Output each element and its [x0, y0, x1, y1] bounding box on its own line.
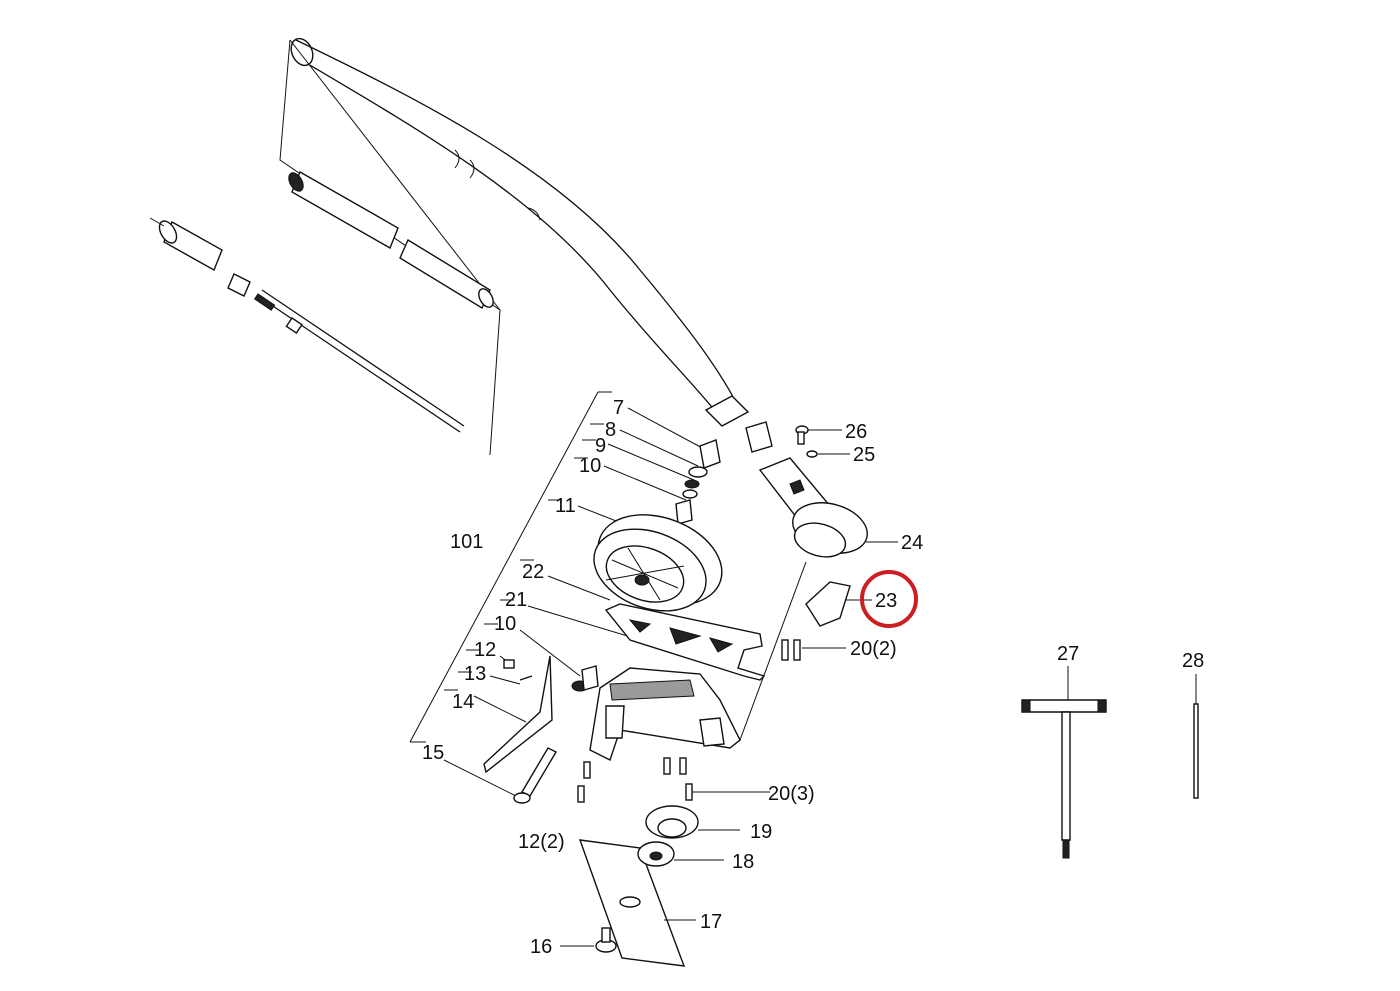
label-21: 21: [505, 589, 527, 611]
flange-washers: [637, 805, 740, 867]
label-27: 27: [1057, 643, 1079, 665]
label-20-3: 20(3): [768, 783, 815, 805]
shaft-liner: [288, 170, 494, 310]
mount-bracket: [805, 581, 872, 627]
label-11: 11: [555, 495, 576, 517]
edger-blade: [483, 655, 553, 774]
gearbox-head: [739, 421, 898, 741]
lower-bushing: [571, 665, 599, 692]
curved-shaft-tube: [290, 37, 750, 427]
blade-guard: [589, 667, 741, 761]
label-23: 23: [875, 590, 897, 612]
hardware-stack-7-10: [675, 439, 721, 525]
label-7: 7: [613, 397, 624, 419]
blade-bolt: [560, 927, 617, 953]
head-screws: [795, 425, 850, 458]
label-16: 16: [530, 936, 552, 958]
t-wrench: [1021, 666, 1107, 859]
label-101: 101: [450, 531, 483, 553]
label-19: 19: [750, 821, 772, 843]
label-28: 28: [1182, 650, 1204, 672]
bracket-screws: [781, 639, 846, 661]
flex-drive-cable: [253, 289, 465, 433]
label-10-upper: 10: [579, 455, 601, 477]
label-12: 12: [474, 639, 496, 661]
screws-lower: [577, 757, 770, 803]
label-18: 18: [732, 851, 754, 873]
blade-plate: [578, 839, 696, 967]
support-arm: [604, 603, 766, 681]
label-15: 15: [422, 742, 444, 764]
label-17: 17: [700, 911, 722, 933]
label-22: 22: [522, 561, 544, 583]
label-8: 8: [605, 419, 616, 441]
label-9: 9: [595, 435, 606, 457]
label-10-lower: 10: [494, 613, 516, 635]
rod-tool: [1193, 674, 1199, 799]
wheel: [593, 514, 723, 612]
label-13: 13: [464, 663, 486, 685]
label-12-2: 12(2): [518, 831, 565, 853]
pin-parts: [503, 659, 533, 681]
leader-frame: [409, 391, 761, 799]
highlight-circle: [860, 570, 918, 628]
label-20-2: 20(2): [850, 638, 897, 660]
label-14: 14: [452, 691, 474, 713]
label-24: 24: [901, 532, 923, 554]
label-26: 26: [845, 421, 867, 443]
shaft-coupler: [149, 217, 251, 297]
long-bolt: [513, 747, 557, 804]
label-25: 25: [853, 444, 875, 466]
